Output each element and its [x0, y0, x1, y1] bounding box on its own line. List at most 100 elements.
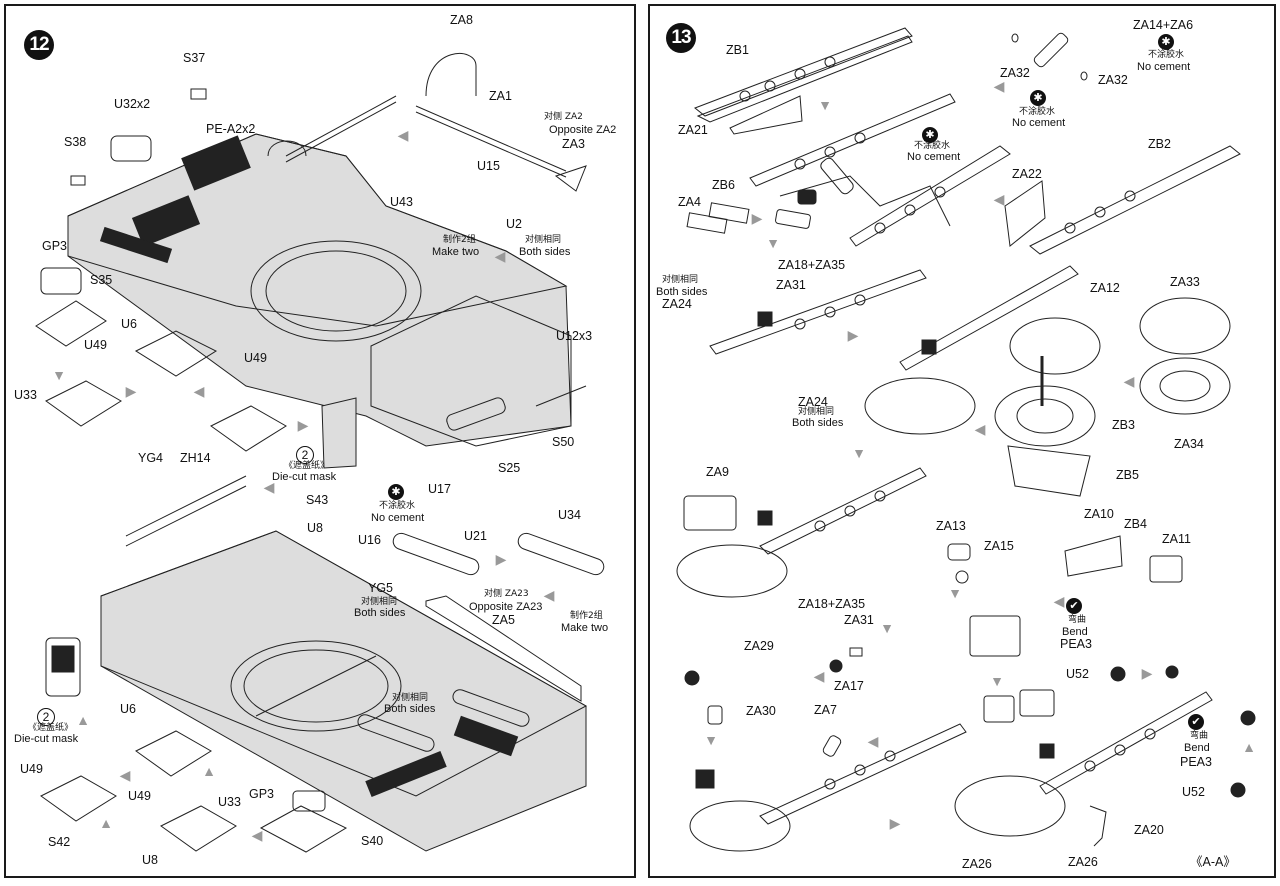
part-label-ZA1: ZA1 — [489, 89, 512, 103]
part-label-ZA30: ZA30 — [746, 704, 776, 718]
no-cement-en: No cement — [1137, 61, 1191, 73]
no-cement-zh: 不涂胶水 — [1019, 107, 1056, 117]
part-label-ZA18-ZA35: ZA18+ZA35 — [778, 258, 846, 272]
step-12-panel: 12 S37 U32x2 PE-A2x2 S38 ZA8 ZA1 对侧 ZA2 … — [4, 4, 636, 878]
part-label-ZA4: ZA4 — [678, 195, 701, 209]
part-label-U33: U33 — [14, 388, 37, 402]
part-label-ZA7: ZA7 — [814, 703, 837, 717]
part-label-ZA34: ZA34 — [1174, 437, 1204, 451]
part-label-ZA32: ZA32 — [1098, 73, 1128, 87]
assembly-arrow-icon: ▼ — [52, 367, 66, 383]
assembly-arrow-icon: ▼ — [990, 673, 1004, 689]
opposite-ZA2-zh: 对侧 ZA2 — [544, 112, 583, 122]
assembly-arrow-icon: ◀ — [494, 248, 506, 264]
both-sides-en: Both sides — [519, 246, 571, 258]
upper-hull-drawing — [67, 133, 587, 447]
die-cut-mask-zh: 《遮盖纸》 — [28, 723, 74, 733]
assembly-arrow-icon: ◀ — [397, 127, 409, 143]
step-12-drawing — [35, 53, 605, 853]
part-label-ZA31: ZA31 — [776, 278, 806, 292]
part-label-GP3: GP3 — [249, 787, 275, 801]
assembly-arrow-icon: ▲ — [99, 815, 113, 831]
both-sides-en: Both sides — [792, 417, 844, 429]
part-label-U33: U33 — [218, 795, 241, 809]
part-label-ZB3: ZB3 — [1112, 418, 1135, 432]
no-cement-en: No cement — [907, 151, 961, 163]
part-label-PEA3: PEA3 — [1060, 637, 1092, 651]
part-label-ZA32: ZA32 — [1000, 66, 1030, 80]
view-label-A-A: 《A-A》 — [1190, 855, 1236, 869]
part-label-U49: U49 — [20, 762, 43, 776]
part-label-S35: S35 — [90, 273, 113, 287]
part-label-ZB2: ZB2 — [1148, 137, 1171, 151]
assembly-arrow-icon: ▲ — [76, 712, 90, 728]
assembly-arrow-icon: ▼ — [948, 585, 962, 601]
part-label-ZA5: ZA5 — [492, 613, 515, 627]
part-label-S43: S43 — [306, 493, 329, 507]
bend-zh: 弯曲 — [1190, 731, 1209, 741]
part-label-U52: U52 — [1182, 785, 1205, 799]
part-label-ZA3: ZA3 — [562, 137, 585, 151]
part-label-S25: S25 — [498, 461, 521, 475]
part-label-S40: S40 — [361, 834, 384, 848]
part-label-ZA10: ZA10 — [1084, 507, 1114, 521]
no-cement-icon: ✱ — [1158, 34, 1174, 50]
assembly-arrow-icon: ◀ — [119, 767, 131, 783]
opposite-ZA2-en: Opposite ZA2 — [549, 124, 617, 136]
step-13-panel: 13 ZB1 ZA21 ✱ 不涂胶水 No cement ZA14+ZA6 ✱ … — [648, 4, 1276, 878]
assembly-arrow-icon: ◀ — [993, 78, 1005, 94]
assembly-arrow-icon: ▶ — [847, 327, 859, 343]
part-label-ZA9: ZA9 — [706, 465, 729, 479]
part-label-ZB1: ZB1 — [726, 43, 749, 57]
no-cement-zh: 不涂胶水 — [379, 501, 416, 511]
part-label-ZA21: ZA21 — [678, 123, 708, 137]
part-label-ZB5: ZB5 — [1116, 468, 1139, 482]
part-label-ZA24: ZA24 — [798, 395, 828, 409]
part-label-U32x2: U32x2 — [114, 97, 151, 111]
piston-drawing — [1011, 32, 1088, 81]
part-label-ZA11: ZA11 — [1162, 532, 1191, 546]
make-two-zh: 制作2组 — [570, 611, 603, 621]
part-label-ZA31: ZA31 — [844, 613, 874, 627]
both-sides-zh: 对侧相同 — [662, 275, 699, 285]
part-label-YG4: YG4 — [138, 451, 164, 465]
opposite-ZA23-en: Opposite ZA23 — [469, 601, 543, 613]
assembly-arrow-icon: ◀ — [251, 827, 263, 843]
part-label-U6: U6 — [120, 702, 136, 716]
assembly-arrow-icon: ▲ — [1242, 739, 1256, 755]
assembly-arrow-icon: ▶ — [889, 815, 901, 831]
assembly-arrow-icon: ▼ — [880, 620, 894, 636]
assembly-arrow-icon: ◀ — [263, 479, 275, 495]
make-two-zh: 制作2组 — [443, 235, 476, 245]
make-two-en: Make two — [432, 246, 480, 258]
make-two-en: Make two — [561, 622, 609, 634]
assembly-arrow-icon: ◀ — [543, 587, 555, 603]
part-label-U12x3: U12x3 — [556, 329, 593, 343]
part-label-U21: U21 — [464, 529, 487, 543]
part-label-S38: S38 — [64, 135, 87, 149]
part-label-ZA22: ZA22 — [1012, 167, 1042, 181]
assembly-arrow-icon: ◀ — [1053, 593, 1065, 609]
step-number: 12 — [24, 30, 54, 60]
handles-drawing — [267, 53, 587, 192]
bend-icon: ✔ — [1066, 598, 1082, 614]
both-sides-zh: 对侧相同 — [361, 597, 398, 607]
die-cut-mask-en: Die-cut mask — [272, 471, 337, 483]
part-label-U52: U52 — [1066, 667, 1089, 681]
assembly-arrow-icon: ▼ — [704, 732, 718, 748]
part-label-GP3: GP3 — [42, 239, 68, 253]
boom-arm-3-drawing — [1004, 145, 1241, 255]
part-label-ZA14-ZA6: ZA14+ZA6 — [1133, 18, 1194, 32]
opposite-ZA23-zh: 对侧 ZA23 — [484, 589, 529, 599]
part-label-S50: S50 — [552, 435, 575, 449]
part-label-U17: U17 — [428, 482, 451, 496]
part-label-S42: S42 — [48, 835, 71, 849]
part-label-ZA33: ZA33 — [1170, 275, 1200, 289]
part-label-ZA12: ZA12 — [1090, 281, 1120, 295]
part-label-U16: U16 — [358, 533, 381, 547]
die-cut-mask-en: Die-cut mask — [14, 733, 79, 745]
no-cement-zh: 不涂胶水 — [1148, 50, 1185, 60]
both-sides-en: Both sides — [354, 607, 406, 619]
mask-number-circle: 2 — [37, 708, 55, 726]
part-label-U8: U8 — [307, 521, 323, 535]
